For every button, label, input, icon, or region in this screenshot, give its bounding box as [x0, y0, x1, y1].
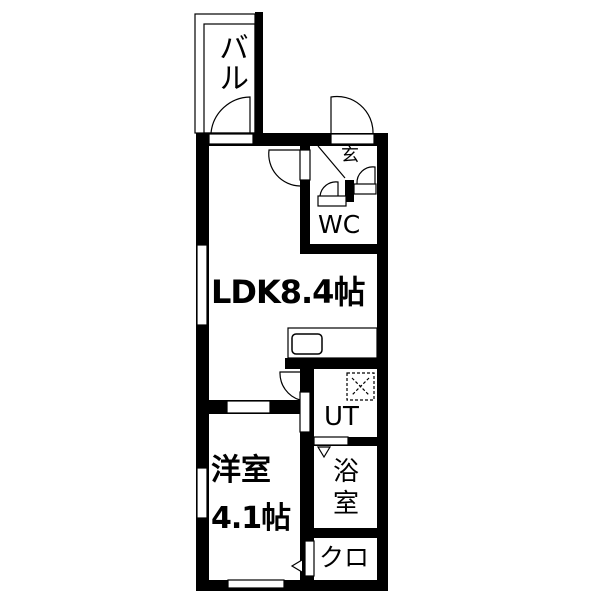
- small-triangles: [290, 446, 332, 573]
- door-swings: [210, 95, 376, 401]
- washer-space: [346, 372, 375, 401]
- kitchen-counter: [287, 327, 378, 359]
- sink-icon: [291, 333, 323, 355]
- room-label-bath-1: 浴: [333, 457, 360, 487]
- room-label-wc: WC: [318, 210, 361, 239]
- room-label-entrance: 玄: [341, 145, 359, 166]
- room-label-western-2: 4.1帖: [211, 501, 291, 536]
- room-label-bath-2: 室: [333, 489, 360, 519]
- room-label-western-1: 洋室: [211, 453, 271, 488]
- room-label-ldk: LDK8.4帖: [211, 273, 365, 311]
- room-label-balcony: バル: [213, 32, 248, 92]
- openings: [194, 13, 377, 589]
- room-label-utility: UT: [324, 402, 359, 432]
- room-label-closet: クロ: [319, 543, 370, 572]
